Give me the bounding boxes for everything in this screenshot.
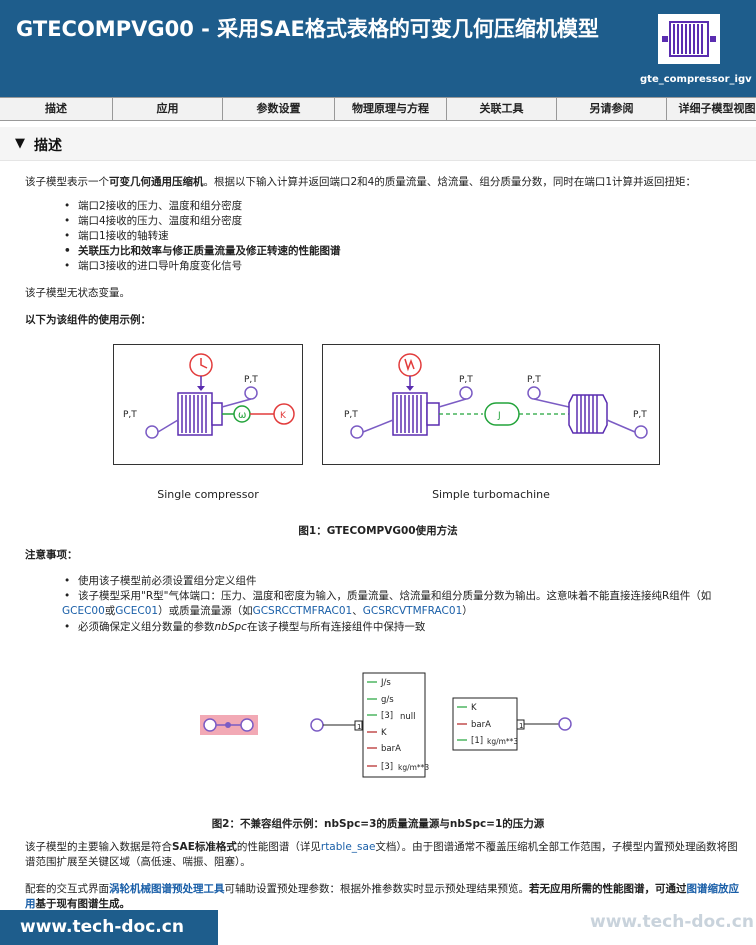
tab-physics[interactable]: 物理原理与方程 [335,98,447,120]
note-item-2-cont: GCEC00或GCEC01）或质量流量源（如GCSRCCTMFRAC01、GCS… [62,604,746,619]
page-header: GTECOMPVG00 - 采用SAE格式表格的可变几何压缩机模型 gte_co… [0,0,756,97]
tab-tools[interactable]: 关联工具 [447,98,557,120]
incompatible-components-diagram: J/s g/s [3] null K barA [3] kg/m**3 1 K … [195,668,585,780]
k-label: K [280,411,287,421]
closing-bold: 若无应用所需的性能图谱，可通过 [529,883,687,895]
note-text: 在该子模型与所有连接组件中保持一致 [246,621,426,633]
logo-label: gte_compressor_igv [640,74,752,85]
list-item: 使用该子模型前必须设置组分定义组件 [62,574,742,589]
diagram-label: K [471,703,477,713]
left-diagram-caption: Single compressor [157,488,259,501]
page-title: GTECOMPVG00 - 采用SAE格式表格的可变几何压缩机模型 [16,17,599,41]
diagram-label: barA [471,720,491,730]
list-item: 端口4接收的压力、温度和组分密度 [62,214,742,229]
tab-description[interactable]: 描述 [0,98,113,120]
diagram-label: K [381,728,387,738]
port-label: P,T [244,375,258,385]
gcsrcvtmfrac01-link[interactable]: GCSRCVTMFRAC01 [362,605,463,617]
intro-bold: 可变几何通用压缩机 [109,176,204,188]
list-item: 端口3接收的进口导叶角度变化信号 [62,259,742,274]
omega-label: ω [238,410,246,421]
port-label: P,T [459,375,473,385]
note-text: ）或质量流量源（如 [158,605,253,617]
tab-parameters[interactable]: 参数设置 [223,98,335,120]
gcec00-link[interactable]: GCEC00 [62,605,105,617]
closing-text: 文档）。由于图谱通常不覆盖压缩机全部工作范围，子模型内置预处理函数将图谱范围扩展… [25,841,738,868]
diagram-label: kg/m**3 [487,737,518,746]
closing-text: 可辅助设置预处理参数：根据外推参数实时显示预处理结果预览。 [224,883,530,895]
port-label: P,T [633,410,647,420]
param-name: nbSpc [214,621,247,633]
bullet: • [64,621,71,633]
closing-paragraph-1: 该子模型的主要输入数据是符合SAE标准格式的性能图谱（详见rtable_sae文… [25,840,747,870]
note-text: ） [462,605,473,617]
list-item: 端口2接收的压力、温度和组分密度 [62,199,742,214]
map-scaling-link[interactable]: 图谱缩放应用 [25,883,739,910]
bullet: • [64,590,71,602]
nav-tabs: 描述 应用 参数设置 物理原理与方程 关联工具 另请参阅 详细子模型视图 [0,97,756,121]
closing-text: 该子模型的主要输入数据是符合 [25,841,172,853]
port-label: P,T [123,410,137,420]
closing-paragraph-2: 配套的交互式界面涡轮机械图谱预处理工具可辅助设置预处理参数：根据外推参数实时显示… [25,882,747,910]
gcsrcctmfrac01-link[interactable]: GCSRCCTMFRAC01 [252,605,353,617]
diagram-label: barA [381,744,401,754]
tab-detailed-view[interactable]: 详细子模型视图 [678,102,756,115]
port-number: 1 [357,723,361,731]
no-state-text: 该子模型无状态变量。 [25,287,130,299]
diagram-label: [1] [471,736,483,746]
rtable-sae-link[interactable]: rtable_sae [320,841,376,853]
diagram-label: null [400,712,416,722]
list-item: 关联压力比和效率与修正质量流量及修正转速的性能图谱 [62,244,742,259]
figure1-caption: 图1：GTECOMPVG00使用方法 [298,525,458,537]
turbomachine-diagram: P,T P,T P,T P,T J [322,344,660,465]
preprocessing-tool-link[interactable]: 涡轮机械图谱预处理工具 [109,883,225,895]
notes-heading: 注意事项： [25,549,78,561]
note-item-2: • 该子模型采用"R型"气体端口：压力、温度和密度为输入，质量流量、焓流量和组分… [62,589,746,604]
closing-bold: SAE标准格式 [172,841,237,853]
watermark: www.tech-doc.cn [590,912,754,932]
right-diagram-caption: Simple turbomachine [432,488,550,501]
list-item: 端口1接收的轴转速 [62,229,742,244]
tab-see-also[interactable]: 另请参阅 [557,98,667,120]
diagram-label: [3] [381,711,393,721]
port-number: 1 [519,722,523,730]
tab-application[interactable]: 应用 [113,98,223,120]
input-list: 端口2接收的压力、温度和组分密度 端口4接收的压力、温度和组分密度 端口1接收的… [62,199,742,274]
diagram-label: g/s [381,695,394,705]
note-text: 、 [352,605,363,617]
note-text: 必须确保定义组分数量的参数 [78,621,215,633]
intro-paragraph: 该子模型表示一个可变几何通用压缩机。根据以下输入计算并返回端口2和4的质量流量、… [25,175,745,190]
note-text: 或 [104,605,116,617]
collapse-triangle-icon[interactable]: ▼ [15,136,25,151]
port-label: P,T [344,410,358,420]
note-text: 该子模型采用"R型"气体端口：压力、温度和密度为输入，质量流量、焓流量和组分质量… [78,590,712,602]
port-label: P,T [527,375,541,385]
notes-list: 使用该子模型前必须设置组分定义组件 [62,574,742,589]
site-footer-banner: www.tech-doc.cn [0,910,218,945]
intro-text: 该子模型表示一个 [25,176,109,188]
single-compressor-diagram: P,T P,T ω K [113,344,303,465]
section-header[interactable]: ▼ 描述 [0,127,756,161]
intro-text-rest: 。根据以下输入计算并返回端口2和4的质量流量、焓流量、组分质量分数，同时在端口1… [203,176,697,188]
diagram-label: [3] [381,762,393,772]
section-title: 描述 [34,138,62,154]
example-heading: 以下为该组件的使用示例： [25,314,151,326]
inertia-label: J [497,411,501,421]
closing-text: 的性能图谱（详见 [236,841,321,853]
closing-bold: 基于现有图谱生成。 [35,898,131,910]
diagram-label: kg/m**3 [398,763,429,772]
compressor-logo-icon [658,14,720,64]
closing-text: 配套的交互式界面 [25,883,109,895]
figure2-caption: 图2：不兼容组件示例：nbSpc=3的质量流量源与nbSpc=1的压力源 [211,818,545,830]
note-item-3: • 必须确保定义组分数量的参数nbSpc在该子模型与所有连接组件中保持一致 [62,620,746,635]
diagram-label: J/s [380,678,391,688]
gcec01-link[interactable]: GCEC01 [115,605,159,617]
